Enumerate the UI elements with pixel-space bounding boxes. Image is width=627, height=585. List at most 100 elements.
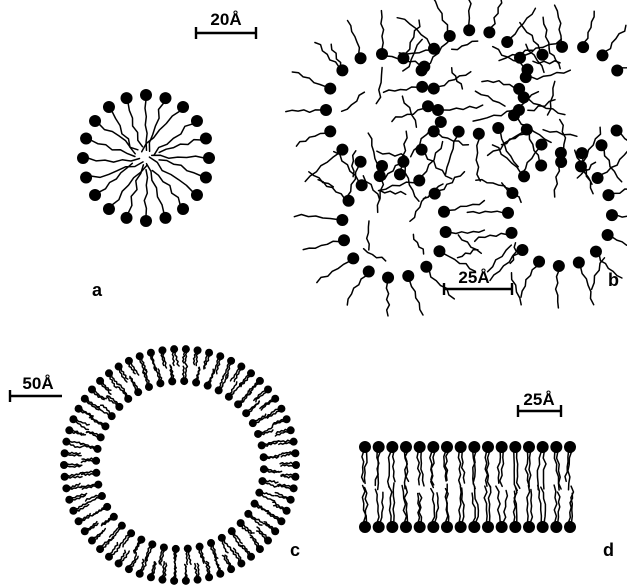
lipid-head: [136, 352, 144, 360]
lipid-head: [509, 521, 521, 533]
lipid-tail: [439, 172, 465, 191]
inverted-lipid: [573, 256, 594, 304]
lipid-tail: [292, 72, 326, 87]
lipid-head: [577, 41, 589, 53]
bilayer-bottom-lipid: [414, 493, 426, 533]
bilayer-bottom-lipid: [496, 486, 508, 533]
lipid-head: [359, 441, 371, 453]
lipid-tail: [88, 158, 140, 162]
scale-bar-b: 25Å: [444, 268, 512, 295]
lipid-tail: [435, 493, 439, 522]
micelle-lipid: [77, 152, 140, 164]
lipid-head: [237, 363, 245, 371]
lipid-head: [482, 521, 494, 533]
lipid-tail: [128, 103, 143, 147]
lipid-tail: [152, 155, 205, 158]
lipid-head: [158, 576, 166, 584]
lipid-tail: [443, 105, 483, 110]
lipid-head: [227, 357, 235, 365]
lipid-head: [247, 369, 255, 377]
lipid-tail: [612, 237, 627, 248]
free-chain: [331, 44, 340, 68]
vesicle-outer-lipid: [276, 438, 297, 446]
vesicle-outer-lipid: [281, 449, 300, 457]
vesicle-outer-lipid: [170, 564, 178, 585]
vesicle-outer-lipid: [147, 562, 156, 581]
inverted-lipid: [382, 272, 394, 316]
lipid-head: [418, 61, 430, 73]
lipid-tail: [129, 553, 136, 566]
lipid-tail: [496, 486, 500, 522]
lipid-tail: [175, 352, 179, 366]
vesicle-outer-lipid: [194, 346, 202, 365]
lipid-tail: [147, 164, 165, 214]
vesicle-outer-lipid: [257, 527, 272, 544]
inverted-micelle-network: [286, 0, 627, 316]
lipid-tail: [450, 230, 484, 233]
bilayer-bottom-lipid: [564, 486, 576, 533]
lipid-head: [453, 126, 465, 138]
lipid-head: [249, 419, 257, 427]
lipid-head: [115, 363, 123, 371]
scale-bar-d: 25Å: [518, 390, 561, 417]
lipid-head: [573, 256, 585, 268]
lipid-head: [182, 577, 190, 585]
lipid-tail: [384, 87, 418, 92]
micelle-lipid: [154, 115, 203, 155]
lipid-head: [118, 522, 126, 530]
lipid-tail: [91, 140, 135, 157]
inverted-lipid: [483, 0, 501, 38]
vesicle-outer-lipid: [240, 545, 255, 561]
lipid-head: [207, 539, 215, 547]
vesicle-outer-lipid: [158, 562, 166, 584]
lipid-head: [400, 441, 412, 453]
lipid-head: [125, 565, 133, 573]
lipid-head: [105, 553, 113, 561]
vesicle-inner-lipid: [120, 529, 135, 546]
vesicle-inner-lipid: [117, 384, 132, 402]
panel-label-b: b: [608, 270, 619, 290]
lipid-tail: [267, 512, 279, 519]
lipid-tail: [429, 271, 454, 299]
lipid-head: [347, 252, 359, 264]
vesicle-outer-lipid: [170, 345, 179, 366]
lipid-head: [441, 441, 453, 453]
vesicle-inner-lipid: [242, 401, 259, 417]
scale-bar-c-label: 50Å: [22, 374, 53, 393]
lipid-tail: [554, 485, 557, 522]
lipid-tail: [531, 70, 571, 79]
lipid-tail: [490, 253, 519, 280]
lipid-tail: [186, 552, 187, 565]
lipid-tail: [571, 486, 574, 522]
vesicle-outer-lipid: [260, 395, 279, 410]
vesicle-inner-lipid: [86, 492, 106, 504]
vesicle-outer-lipid: [215, 560, 224, 578]
inverted-lipid: [384, 81, 429, 93]
lipid-tail: [621, 51, 627, 68]
inverted-lipid: [303, 234, 350, 249]
lipid-head: [81, 527, 89, 535]
lipid-head: [159, 212, 171, 224]
lipid-tail: [482, 81, 515, 88]
lipid-head: [359, 521, 371, 533]
bilayer-top-lipid: [550, 441, 562, 490]
lipid-head: [203, 152, 215, 164]
inverted-lipid: [432, 0, 456, 42]
vesicle-outer-lipid: [275, 426, 294, 436]
inverted-lipid: [555, 120, 567, 169]
lipid-tail: [432, 0, 448, 32]
vesicle-inner-lipid: [81, 457, 100, 465]
lipid-tail: [303, 241, 339, 249]
lipid-head: [492, 122, 504, 134]
lipid-head: [428, 43, 440, 55]
lipid-tail: [537, 452, 541, 490]
lipid-head: [256, 545, 264, 553]
lipid-tail: [418, 494, 420, 523]
lipid-tail: [473, 111, 514, 121]
vesicle-inner-lipid: [155, 366, 165, 387]
lipid-head: [258, 441, 266, 449]
inverted-lipid: [397, 18, 440, 55]
inverted-lipid: [392, 100, 434, 121]
vesicle-outer-lipid: [75, 514, 94, 526]
